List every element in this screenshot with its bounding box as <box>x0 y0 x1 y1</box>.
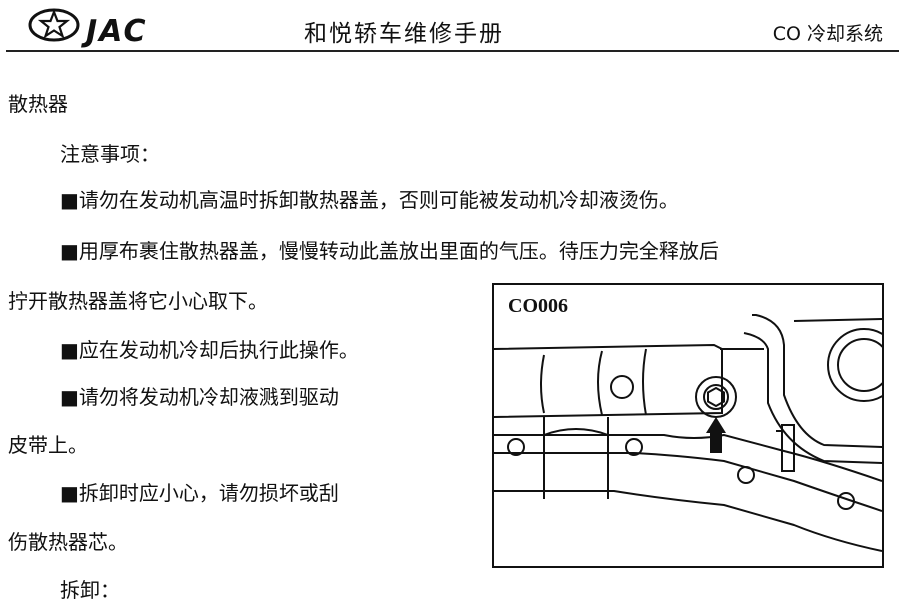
up-arrow-icon <box>706 417 726 453</box>
removal-title: 拆卸： <box>60 578 120 602</box>
caution-item-continued: 皮带上。 <box>8 433 88 457</box>
radiator-figure: CO006 <box>492 283 884 568</box>
page-header: JAC 和悦轿车维修手册 CO 冷却系统 <box>0 0 905 52</box>
caution-item-continued: 拧开散热器盖将它小心取下。 <box>8 289 268 313</box>
caution-item: ■用厚布裹住散热器盖，慢慢转动此盖放出里面的气压。待压力完全释放后 <box>60 239 719 263</box>
caution-item: ■请勿在发动机高温时拆卸散热器盖，否则可能被发动机冷却液烫伤。 <box>60 188 679 212</box>
jac-logo: JAC <box>28 8 198 49</box>
section-label: CO 冷却系统 <box>772 23 883 45</box>
header-divider <box>6 50 899 52</box>
star-emblem-icon <box>28 8 80 42</box>
figure-label: CO006 <box>508 295 568 317</box>
brand-name: JAC <box>86 14 148 49</box>
radiator-illustration <box>494 314 882 552</box>
caution-item: ■请勿将发动机冷却液溅到驱动 <box>60 385 339 409</box>
manual-title: 和悦轿车维修手册 <box>304 21 504 47</box>
caution-item: ■拆卸时应小心，请勿损坏或刮 <box>60 481 339 505</box>
caution-item: ■应在发动机冷却后执行此操作。 <box>60 338 359 362</box>
caution-item-continued: 伤散热器芯。 <box>8 530 128 554</box>
section-heading: 散热器 <box>8 92 68 116</box>
cautions-title: 注意事项： <box>60 142 160 166</box>
